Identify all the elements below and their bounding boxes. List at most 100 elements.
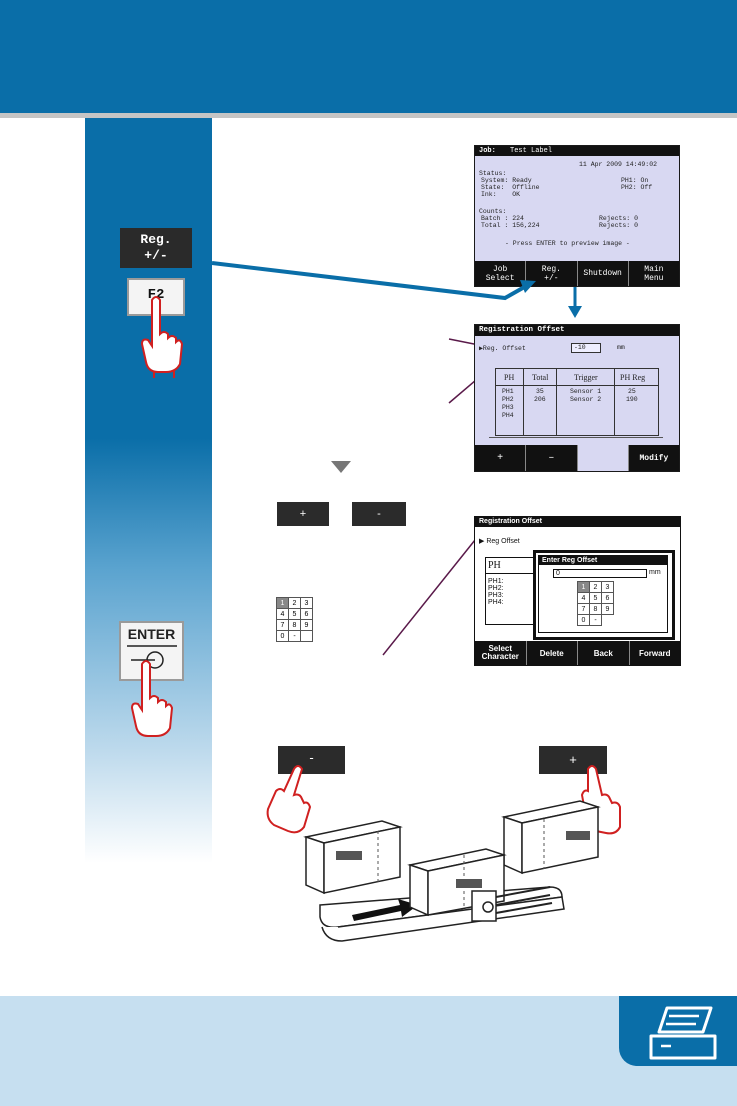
keypad-key[interactable]: 4	[276, 608, 289, 620]
keypad-key[interactable]: 6	[300, 608, 313, 620]
keypad-key[interactable]: 8	[589, 603, 602, 615]
status-screen: Job: Test Label 11 Apr 2009 14:49:02 Sta…	[474, 145, 680, 287]
f2-to-reg-arrow	[211, 261, 529, 301]
keypad-key[interactable]: -	[288, 630, 301, 642]
plus-button[interactable]: +	[475, 445, 526, 471]
reg-screen-title: Registration Offset	[475, 325, 679, 336]
left-pointing-hand-icon	[266, 765, 312, 834]
job-name: Test Label	[510, 147, 553, 155]
keypad-key[interactable]: 9	[601, 603, 614, 615]
pointing-hand-icon	[140, 296, 184, 378]
enter-symbol-icon	[127, 645, 177, 669]
entry-ph-row: PH1:	[488, 578, 504, 585]
direction-arrow-icon	[352, 899, 418, 921]
modify-button[interactable]: Modify	[627, 445, 679, 471]
keypad-key[interactable]	[602, 615, 614, 626]
entry-reg-offset-label: Reg Offset	[486, 538, 520, 545]
keypad-key[interactable]: -	[589, 614, 602, 626]
entry-reg-offset-row: ▶ Reg Offset	[479, 537, 520, 545]
col-total: Total	[532, 373, 549, 382]
footer-tab	[619, 996, 737, 1066]
col-ph-reg: PH Reg	[620, 373, 646, 382]
state-status: State: Offline	[481, 184, 540, 191]
keypad-key[interactable]: 8	[288, 619, 301, 631]
callout-line-2	[448, 379, 477, 404]
ph1-status: PH1: On	[621, 177, 649, 184]
keypad-key[interactable]: 7	[276, 619, 289, 631]
table-row: PH4	[502, 412, 514, 419]
reg-table: PH Total Trigger PH Reg PH1 35 Sensor 1 …	[495, 368, 659, 436]
conveyor-illustration	[266, 765, 621, 942]
blank-button	[576, 445, 628, 471]
total-count: Total : 156,224	[481, 222, 540, 229]
minus-key[interactable]: -	[352, 502, 406, 526]
rejects-count-1: Rejects: 0	[599, 215, 639, 222]
forward-button[interactable]: Forward	[628, 641, 680, 665]
entry-screen: Registration Offset ▶ Reg Offset PH PH1:…	[474, 516, 681, 666]
entry-ph-row: PH3:	[488, 592, 504, 599]
pointing-hand-icon	[130, 660, 174, 737]
keypad-key[interactable]: 9	[300, 619, 313, 631]
system-status: System: Ready	[481, 177, 532, 184]
col-trigger: Trigger	[574, 373, 598, 382]
keypad-key[interactable]: 4	[577, 592, 590, 604]
status-label: Status:	[479, 170, 507, 177]
f2-to-reg-arrowhead	[520, 280, 536, 293]
reg-table-header: PH Total Trigger PH Reg	[496, 369, 658, 386]
dialog-title: Enter Reg Offset	[539, 556, 667, 565]
batch-count: Batch : 224	[481, 215, 524, 222]
shutdown-button[interactable]: Shutdown	[576, 261, 628, 286]
step-triangle-icon	[331, 461, 351, 473]
dialog-unit: mm	[649, 569, 661, 576]
entry-ph-table: PH PH1: PH2: PH3: PH4:	[485, 557, 537, 625]
keypad-key[interactable]: 6	[601, 592, 614, 604]
reg-key-label-bottom: +/-	[144, 248, 168, 263]
reg-key[interactable]: Reg. +/-	[120, 228, 192, 268]
keypad-key[interactable]: 7	[577, 603, 590, 615]
table-row: PH3	[502, 404, 514, 411]
page-footer	[0, 996, 737, 1106]
keypad-key[interactable]: 2	[288, 597, 301, 609]
reg-offset-label: Reg. Offset	[482, 345, 526, 352]
enter-key-label: ENTER	[127, 626, 176, 642]
plus-key[interactable]: +	[277, 502, 329, 526]
keypad-key[interactable]	[300, 630, 313, 642]
page-header	[0, 0, 737, 113]
keypad-key[interactable]: 0	[577, 614, 590, 626]
status-screen-title-bar: Job: Test Label	[475, 146, 679, 156]
delete-button[interactable]: Delete	[525, 641, 577, 665]
keypad-key[interactable]: 2	[589, 581, 602, 593]
keypad-key[interactable]: 3	[601, 581, 614, 593]
keypad-key[interactable]: 1	[577, 581, 590, 593]
callout-line-3	[382, 539, 476, 656]
keypad-key[interactable]: 0	[276, 630, 289, 642]
keypad-key[interactable]: 1	[276, 597, 289, 609]
down-arrowhead	[568, 306, 582, 318]
counts-label: Counts:	[479, 208, 507, 215]
selector-arrow-icon: ▶	[479, 345, 483, 352]
entry-ph-header: PH	[486, 558, 536, 574]
bottom-minus-key[interactable]: -	[278, 746, 345, 774]
enter-key[interactable]: ENTER	[119, 621, 184, 681]
job-label: Job:	[479, 147, 496, 155]
back-button[interactable]: Back	[577, 641, 629, 665]
header-divider	[0, 113, 737, 118]
keypad-key[interactable]: 5	[288, 608, 301, 620]
minus-button[interactable]: –	[525, 445, 577, 471]
entry-ph-row: PH4:	[488, 599, 504, 606]
ph2-status: PH2: Off	[621, 184, 653, 191]
keypad-key[interactable]: 3	[300, 597, 313, 609]
rejects-count-2: Rejects: 0	[599, 222, 639, 229]
reg-offset-value-field[interactable]: -10	[571, 343, 601, 353]
offset-input[interactable]: 0	[553, 569, 647, 578]
keypad-key[interactable]: 5	[589, 592, 602, 604]
printer-icon	[649, 1006, 717, 1060]
ink-status: Ink: OK	[481, 191, 521, 198]
